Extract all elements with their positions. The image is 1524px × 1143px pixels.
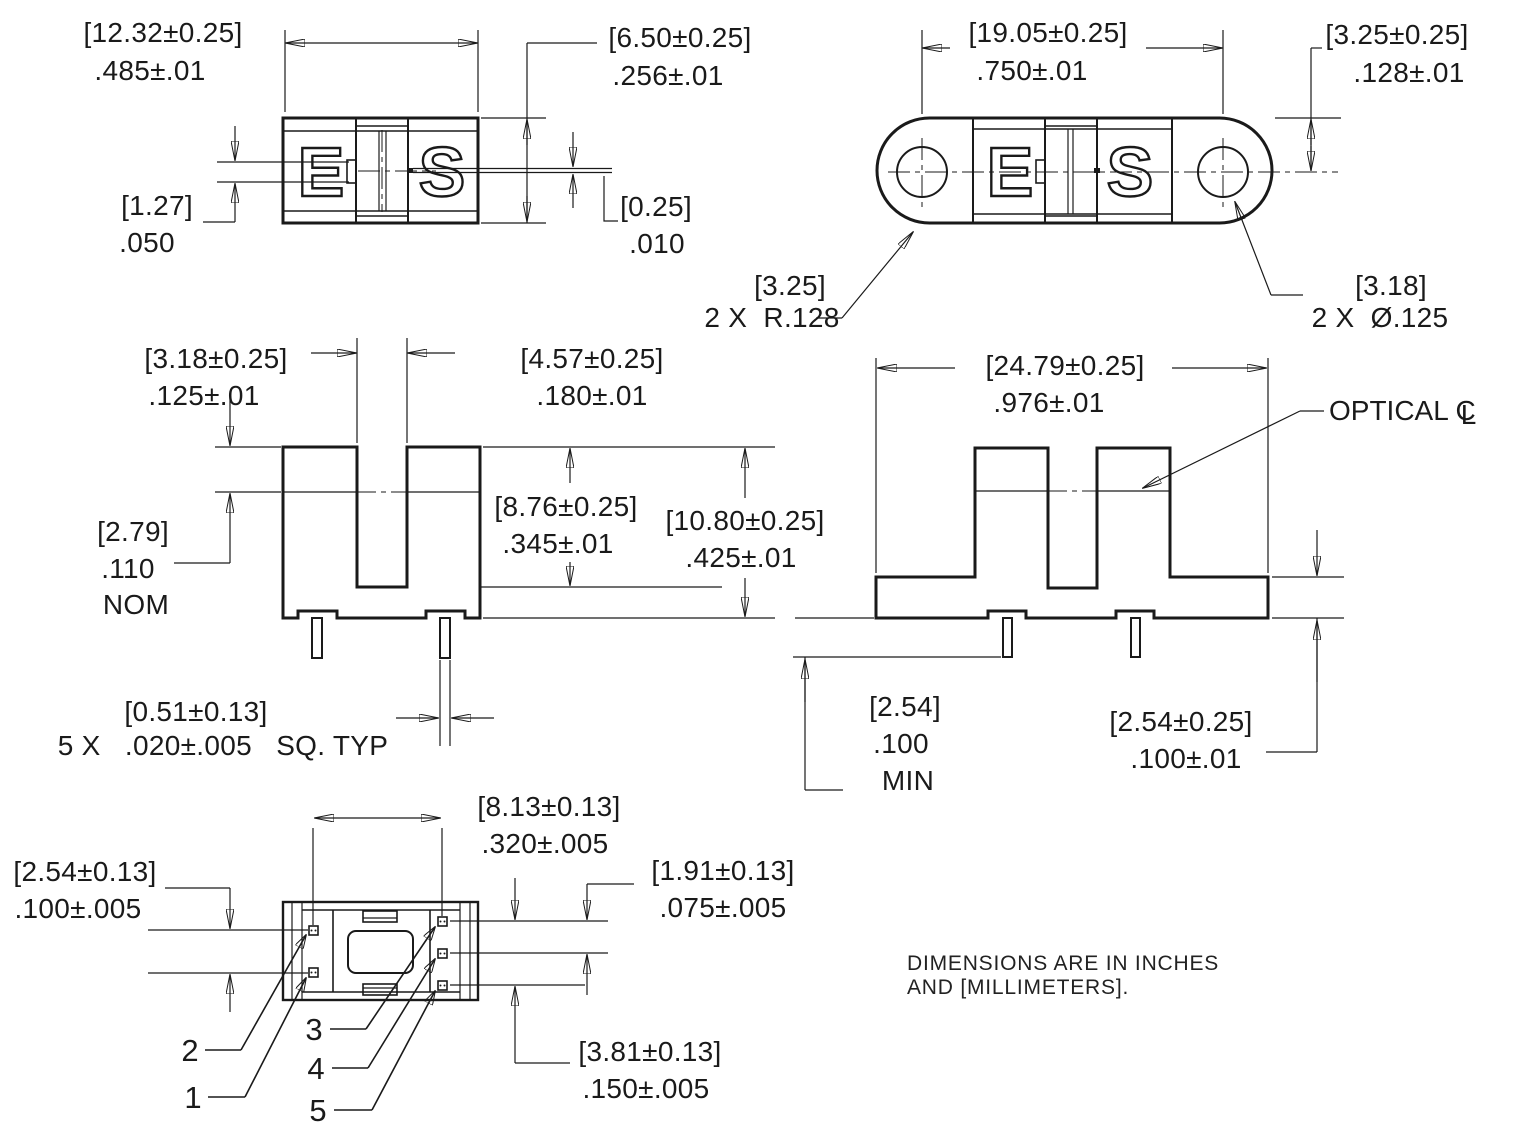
top-edge-center-mm: [3.25±0.25] bbox=[1325, 19, 1469, 50]
side-pin-right bbox=[439, 617, 451, 659]
side-slot-width-in: .125±.01 bbox=[148, 380, 260, 411]
top-hole-dia-mm: [3.18] bbox=[1355, 270, 1427, 301]
notes-line2: AND [MILLIMETERS]. bbox=[907, 976, 1130, 999]
pin-label-5: 5 bbox=[309, 1093, 327, 1128]
bottom-right-pitch-mm: [1.91±0.13] bbox=[651, 855, 795, 886]
section-pin-left bbox=[1002, 617, 1013, 658]
bottom-pins bbox=[308, 916, 448, 991]
section-width-mm: [24.79±0.25] bbox=[985, 350, 1145, 381]
bottom-col-spacing-mm: [8.13±0.13] bbox=[477, 791, 621, 822]
front-body bbox=[281, 116, 480, 225]
side-pin-size-mm: [0.51±0.13] bbox=[124, 696, 268, 727]
drawing-notes: DIMENSIONS ARE IN INCHES AND [MILLIMETER… bbox=[907, 952, 1219, 1000]
side-body bbox=[281, 445, 482, 620]
section-body bbox=[874, 446, 1270, 620]
bottom-body bbox=[281, 900, 480, 1002]
bottom-right-pitch-in: .075±.005 bbox=[659, 892, 787, 923]
top-hole-dia-in: 2 X Ø.125 bbox=[1311, 302, 1449, 333]
notes-line1: DIMENSIONS ARE IN INCHES bbox=[907, 952, 1220, 975]
pin-label-2: 2 bbox=[181, 1033, 199, 1068]
cl-symbol-l: L bbox=[1460, 399, 1477, 430]
side-optical-depth-in: .110 bbox=[101, 553, 155, 584]
bottom-aperture bbox=[347, 930, 414, 974]
side-tower-width-mm: [4.57±0.25] bbox=[520, 343, 664, 374]
front-width-mm: [12.32±0.25] bbox=[83, 17, 243, 48]
front-gap-in: .010 bbox=[629, 228, 685, 259]
bottom-left-pitch-mm: [2.54±0.13] bbox=[13, 856, 157, 887]
side-slot-depth-mm: [8.76±0.25] bbox=[494, 491, 638, 522]
bottom-right-span-mm: [3.81±0.13] bbox=[578, 1036, 722, 1067]
pin-leaders bbox=[205, 927, 435, 1111]
bottom-left-pitch-in: .100±.005 bbox=[14, 893, 142, 924]
front-width-in: .485±.01 bbox=[94, 55, 206, 86]
side-slot-depth-in: .345±.01 bbox=[502, 528, 614, 559]
section-standoff-note: MIN bbox=[881, 765, 935, 796]
front-height-mm: [6.50±0.25] bbox=[608, 22, 752, 53]
section-width-in: .976±.01 bbox=[993, 387, 1105, 418]
front-height-in: .256±.01 bbox=[612, 60, 724, 91]
top-hole-spacing-in: .750±.01 bbox=[976, 55, 1088, 86]
bottom-col-spacing-in: .320±.005 bbox=[481, 828, 609, 859]
side-optical-depth-note: NOM bbox=[102, 589, 170, 620]
side-tower-width-in: .180±.01 bbox=[536, 380, 648, 411]
pin-label-3: 3 bbox=[305, 1012, 323, 1047]
side-slot-width-mm: [3.18±0.25] bbox=[144, 343, 288, 374]
front-view-drawing: E S bbox=[203, 30, 618, 225]
section-base-mm: [2.54±0.25] bbox=[1109, 706, 1253, 737]
side-optical-depth-mm: [2.79] bbox=[97, 516, 169, 547]
front-tab bbox=[346, 159, 357, 184]
optical-centerline-label: OPTICAL CL bbox=[1329, 395, 1477, 430]
side-pin-size-in: 5 X .020±.005 SQ. TYP bbox=[57, 730, 389, 761]
side-height-mm: [10.80±0.25] bbox=[665, 505, 825, 536]
pin-label-1: 1 bbox=[184, 1080, 202, 1115]
top-body bbox=[875, 116, 1274, 225]
cl-symbol-c: C bbox=[1455, 395, 1476, 426]
top-hole-spacing-mm: [19.05±0.25] bbox=[968, 17, 1128, 48]
front-offset-in: .050 bbox=[119, 227, 175, 258]
top-view-drawing: E S bbox=[816, 30, 1341, 319]
pin-label-4: 4 bbox=[307, 1051, 325, 1086]
side-view-drawing bbox=[174, 338, 775, 746]
section-pin-right bbox=[1130, 617, 1141, 658]
side-pin-left bbox=[311, 617, 323, 659]
front-letter-e: E bbox=[298, 133, 345, 211]
bottom-view-drawing bbox=[148, 818, 634, 1111]
top-radius-in: 2 X R.128 bbox=[704, 302, 840, 333]
top-radius-mm: [3.25] bbox=[754, 270, 826, 301]
front-gap-mm: [0.25] bbox=[620, 191, 692, 222]
front-offset-mm: [1.27] bbox=[121, 190, 193, 221]
section-standoff-mm: [2.54] bbox=[869, 691, 941, 722]
side-height-in: .425±.01 bbox=[685, 542, 797, 573]
section-view-drawing bbox=[793, 358, 1344, 791]
section-standoff-in: .100 bbox=[873, 728, 929, 759]
section-base-in: .100±.01 bbox=[1130, 743, 1242, 774]
bottom-right-span-in: .150±.005 bbox=[582, 1073, 710, 1104]
top-edge-center-in: .128±.01 bbox=[1353, 57, 1465, 88]
